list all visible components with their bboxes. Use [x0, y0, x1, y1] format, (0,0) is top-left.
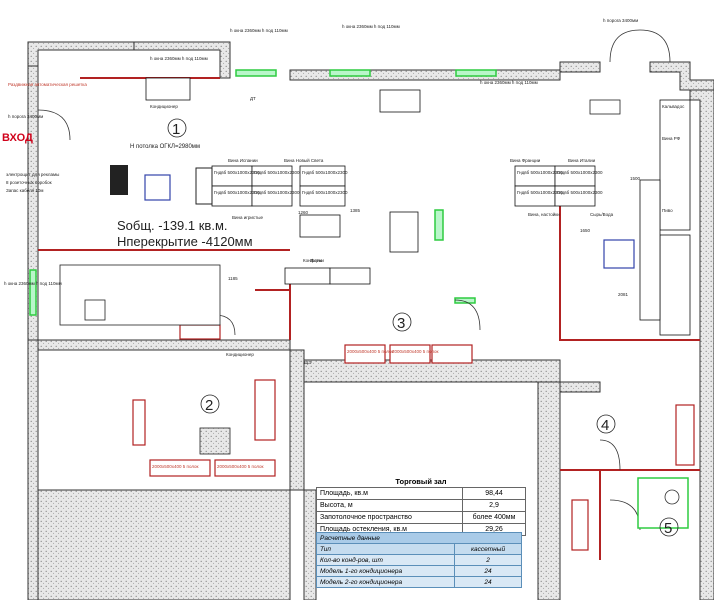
zone-label: Вина Испании [228, 158, 258, 163]
zone-label: Пиво [662, 208, 673, 213]
shelf-unit-label: Гндвб 500х1000х2300 [254, 170, 300, 175]
room-number-4: 4 [601, 417, 609, 434]
zone-label: Вина Новый Света [284, 157, 324, 163]
row-label: Модель 1-го кондиционера [316, 565, 455, 577]
row-value: более 400мм [462, 511, 526, 524]
row-label: Модель 2-го кондиционера [316, 576, 455, 588]
shelf-unit-label: Гндвб 500х1000х2300 [214, 170, 260, 175]
interior-partitions [38, 77, 700, 560]
zone-label: Конфеты [303, 258, 322, 263]
row-value: 24 [454, 576, 522, 588]
row-label: Запотолочное пространство [316, 511, 463, 524]
equipment-labels: Кондиционер Кондиционер ЩЭ ДТ Ящики [150, 96, 324, 365]
total-area-label: Sобщ. -139.1 кв.м. [117, 218, 228, 233]
sales-hall-title: Торговый зал [316, 476, 526, 488]
dimension-label: 1650 [580, 228, 591, 233]
room-number-3: 3 [397, 315, 405, 332]
row-label: Площадь, кв.м [316, 487, 463, 500]
equipment-label: Ящики [310, 258, 324, 263]
zone-label: Вина игристые [232, 215, 263, 220]
zone-label: Вина, настойки [528, 211, 560, 217]
zone-label: Вина РФ [662, 136, 681, 141]
storage-unit-label: 2000х500х400 5 полок [152, 464, 199, 469]
left-note: h порога 3400мм [8, 114, 43, 119]
shelf-unit-label: Гндвб 500х1000х2300 [517, 170, 563, 175]
shelf-unit-label: Гндвб 500х1000х2300 [214, 190, 260, 195]
left-notes: Раздвижная автоматическая решетка h поро… [6, 82, 87, 193]
left-note: электрощит для рекламы [6, 172, 59, 177]
row-value: 24 [454, 565, 522, 577]
room-number-2: 2 [205, 397, 213, 414]
storage-unit-label: 2000х500х400 5 полок [392, 349, 439, 354]
room-number-1: 1 [172, 121, 180, 138]
shelf-unit-label: Гндвб 500х1000х2300 [557, 190, 603, 195]
equipment [59, 99, 689, 529]
window-note: h окна 2360мм h под 110мм [480, 80, 538, 85]
window-note: h порога 3400мм [603, 18, 638, 23]
storage-unit-label: 2000х500х400 5 полок [347, 349, 394, 354]
dimension-labels: 1185 1385 1260 1500 1650 2081 [228, 176, 641, 297]
ceiling-height-label: Н потолка ОГКЛ=2980мм [130, 144, 200, 150]
row-value: кассетный [454, 543, 522, 555]
entrance-label: ВХОД [2, 132, 33, 144]
left-note: Раздвижная автоматическая решетка [8, 82, 87, 87]
storage-unit-label: 2000х500х400 5 полок [217, 464, 264, 469]
equipment-label: Кондиционер [226, 352, 254, 357]
shelving-units [211, 165, 596, 285]
dimension-label: 1500 [630, 176, 641, 181]
row-label: Тип [316, 543, 455, 555]
room-number-5: 5 [664, 520, 672, 537]
window-note: h окна 2360мм h под 110мм [4, 281, 62, 286]
storage-unit-labels: 2000х500х400 5 полок 2000х500х400 5 поло… [152, 349, 439, 469]
zone-labels: Вина Испании Вина Новый Света Вина Франц… [228, 104, 685, 263]
exterior-walls [27, 41, 714, 600]
window-note: h окна 2360мм h под 110мм [150, 56, 208, 61]
row-value: 2,9 [462, 499, 526, 512]
row-label: Высота, м [316, 499, 463, 512]
row-value: 98,44 [462, 487, 526, 500]
shelf-unit-labels: Гндвб 500х1000х2300 Гндвб 500х1000х2300 … [214, 170, 603, 195]
zone-label: Сырь/Вода [590, 212, 614, 217]
row-label: Кол-во конд-ров, шт [316, 554, 455, 566]
calc-title: Расчетные данные [316, 532, 522, 544]
overlap-height-label: Нперекрытие -4120мм [117, 234, 253, 249]
equipment-label: ЩЭ [304, 360, 312, 365]
shelf-unit-label: Гндвб 500х1000х2300 [517, 190, 563, 195]
window-note: h окна 2360мм h под 110мм [342, 24, 400, 29]
dimension-label: 2081 [618, 292, 629, 297]
row-value: 2 [454, 554, 522, 566]
zone-label: Вина Франции [510, 158, 541, 163]
dimension-label: 1185 [228, 276, 238, 281]
wall-shelves [145, 77, 691, 336]
shelf-unit-label: Гндвб 500х1000х2300 [557, 170, 603, 175]
windows [29, 69, 497, 316]
left-note: Запас кабеля 10м [6, 188, 44, 193]
dimension-label: 1260 [298, 210, 309, 215]
left-note: 8 розеточных коробок [6, 180, 52, 185]
shelf-unit-label: Гндвб 500х1000х2300 [302, 170, 348, 175]
equipment-label: ДТ [250, 96, 256, 101]
zone-label: Кальвадос [662, 104, 685, 109]
shelf-unit-label: Гндвб 500х1000х2300 [254, 190, 300, 195]
window-notes: h окна 2360мм h под 110мм h окна 2360мм … [4, 18, 638, 286]
zone-label: Вина Италии [568, 158, 596, 163]
storage-racks [132, 324, 695, 551]
equipment-label: Кондиционер [150, 104, 178, 109]
shelf-unit-label: Гндвб 500х1000х2300 [302, 190, 348, 195]
window-note: h окна 2360мм h под 110мм [230, 28, 288, 33]
room-numbers: 1 2 3 4 5 [167, 118, 679, 537]
dimension-label: 1385 [350, 208, 361, 213]
